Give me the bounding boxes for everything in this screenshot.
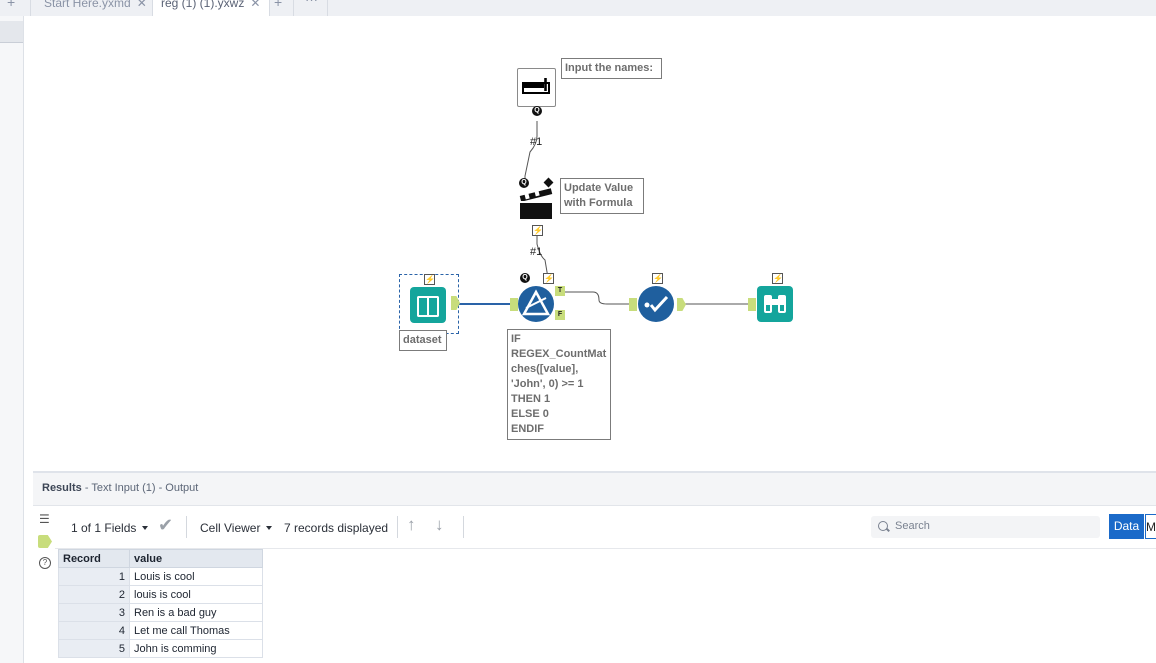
results-title: Results - Text Input (1) - Output bbox=[42, 482, 199, 494]
book-icon bbox=[410, 287, 446, 323]
tab-start-here[interactable]: Start Here.yxmd✕ bbox=[44, 0, 150, 16]
table-row[interactable]: 4 Let me call Thomas bbox=[58, 621, 263, 640]
cursor-icon: I bbox=[543, 75, 549, 95]
left-strip bbox=[0, 16, 24, 663]
filter-question-anchor[interactable]: Q bbox=[520, 273, 530, 283]
question-anchor[interactable]: Q bbox=[532, 106, 542, 116]
filter-true-anchor[interactable]: T bbox=[555, 286, 565, 296]
column-header-record[interactable]: Record bbox=[58, 549, 130, 568]
workflow-canvas[interactable]: I Input the names: Q #1 Q Update Value w… bbox=[33, 16, 1156, 473]
browse-tool[interactable] bbox=[757, 286, 793, 322]
formula-output-anchor[interactable] bbox=[677, 298, 686, 311]
results-side-icons: ☰ ? bbox=[33, 506, 55, 663]
value-cell[interactable]: Louis is cool bbox=[129, 567, 263, 586]
action-output-anchor[interactable]: ⚡ bbox=[532, 225, 543, 236]
question-label: Input the names: bbox=[561, 58, 662, 79]
table-row[interactable]: 3 Ren is a bad guy bbox=[58, 603, 263, 622]
action-question-anchor[interactable]: Q bbox=[519, 178, 529, 188]
filter-tool[interactable] bbox=[518, 286, 554, 322]
add-tab-icon[interactable]: + bbox=[274, 0, 283, 10]
input-output-anchor[interactable] bbox=[451, 296, 460, 310]
cell-viewer-selector[interactable]: Cell Viewer bbox=[200, 521, 261, 535]
filter-false-anchor[interactable]: F bbox=[555, 310, 565, 320]
formula-top-anchor[interactable]: ⚡ bbox=[652, 273, 663, 284]
tab-bar: + Start Here.yxmd✕ reg (1) (1).yxwz✕ + ·… bbox=[0, 0, 1156, 17]
input-top-anchor[interactable]: ⚡ bbox=[424, 274, 435, 285]
question-connection-label: #1 bbox=[530, 136, 543, 148]
formula-tool[interactable] bbox=[638, 286, 674, 322]
record-cell: 4 bbox=[58, 621, 130, 640]
table-header-row: Record value bbox=[58, 549, 263, 568]
results-table: Record value 1 Louis is cool 2 louis is … bbox=[58, 549, 263, 658]
filter-input-anchor[interactable] bbox=[510, 298, 518, 311]
action-tool[interactable] bbox=[519, 184, 555, 220]
more-icon[interactable]: ··· bbox=[305, 0, 318, 7]
workflow-connections bbox=[459, 121, 752, 305]
record-cell: 2 bbox=[58, 585, 130, 604]
fields-selector[interactable]: 1 of 1 Fields bbox=[71, 521, 137, 535]
table-row[interactable]: 2 louis is cool bbox=[58, 585, 263, 604]
record-cell: 1 bbox=[58, 567, 130, 586]
close-icon[interactable]: ✕ bbox=[250, 0, 261, 10]
record-cell: 3 bbox=[58, 603, 130, 622]
binoculars-icon bbox=[764, 295, 786, 313]
browse-top-anchor[interactable]: ⚡ bbox=[772, 273, 783, 284]
column-header-value[interactable]: value bbox=[129, 549, 263, 568]
value-cell[interactable]: John is comming bbox=[129, 639, 263, 658]
formula-icon bbox=[644, 295, 669, 313]
records-count: 7 records displayed bbox=[284, 521, 389, 535]
left-strip-item[interactable] bbox=[0, 21, 23, 43]
filter-top-anchor[interactable]: ⚡ bbox=[543, 273, 554, 284]
results-header bbox=[33, 473, 1156, 506]
list-icon[interactable]: ☰ bbox=[39, 512, 50, 526]
value-cell[interactable]: Ren is a bad guy bbox=[129, 603, 263, 622]
record-cell: 5 bbox=[58, 639, 130, 658]
action-label: Update Value with Formula bbox=[560, 178, 644, 214]
action-connection-label: #1 bbox=[530, 246, 543, 258]
input-label: dataset bbox=[399, 330, 447, 351]
checkmark-icon[interactable]: ✔ bbox=[158, 515, 174, 535]
filter-icon bbox=[521, 289, 551, 316]
value-cell[interactable]: Let me call Thomas bbox=[129, 621, 263, 640]
value-cell[interactable]: louis is cool bbox=[129, 585, 263, 604]
text-box-question-tool[interactable]: I bbox=[517, 68, 556, 107]
tag-icon[interactable] bbox=[38, 535, 52, 548]
filter-expression-label: IF REGEX_CountMat ches([value], 'John', … bbox=[507, 329, 611, 440]
arrow-up-icon[interactable]: ↑ bbox=[407, 515, 416, 534]
table-row[interactable]: 1 Louis is cool bbox=[58, 567, 263, 586]
metadata-tab-button[interactable]: M bbox=[1145, 514, 1156, 539]
fields-caret-icon[interactable] bbox=[142, 526, 148, 530]
tab-reg-wizard[interactable]: reg (1) (1).yxwz✕ bbox=[152, 0, 270, 17]
search-icon bbox=[878, 521, 888, 531]
formula-input-anchor[interactable] bbox=[629, 298, 637, 311]
add-icon[interactable]: + bbox=[7, 0, 16, 10]
search-input[interactable]: Search bbox=[871, 516, 1100, 538]
data-tab-button[interactable]: Data bbox=[1109, 514, 1144, 539]
close-icon[interactable]: ✕ bbox=[136, 0, 147, 10]
viewer-caret-icon[interactable] bbox=[266, 526, 272, 530]
help-icon[interactable]: ? bbox=[39, 557, 51, 569]
table-row[interactable]: 5 John is comming bbox=[58, 639, 263, 658]
browse-input-anchor[interactable] bbox=[748, 298, 756, 311]
arrow-down-icon[interactable]: ↓ bbox=[435, 515, 444, 534]
